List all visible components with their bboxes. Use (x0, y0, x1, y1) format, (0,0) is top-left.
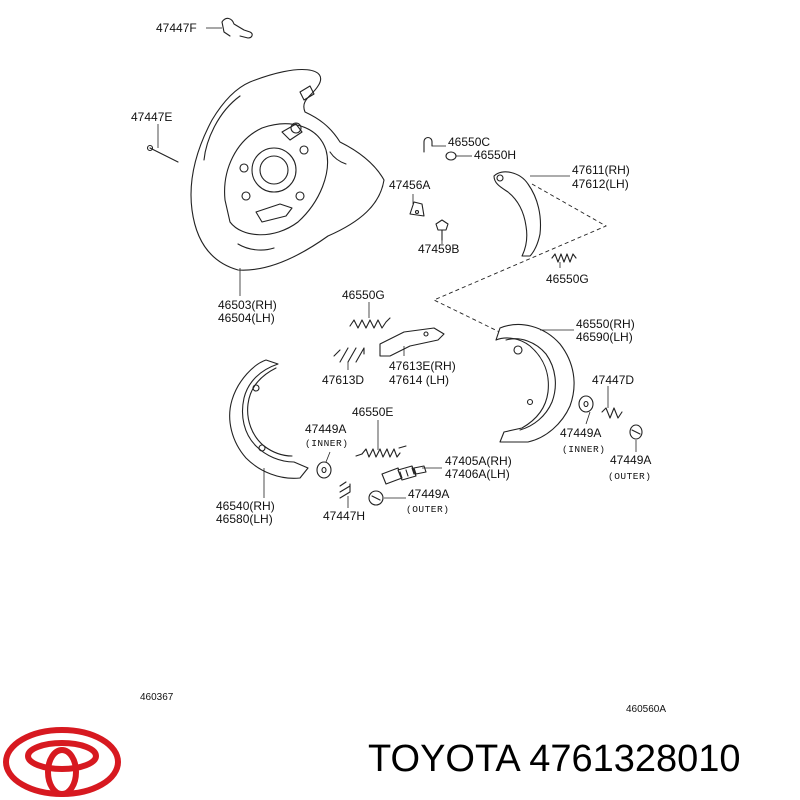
label-47449A-outer-bottom: 47449A (408, 487, 449, 501)
label-46550C: 46550C (448, 135, 490, 149)
label-47611-rh: 47611(RH) (572, 163, 630, 177)
dashed-assembly-line (432, 183, 608, 341)
label-46504-lh: 46504(LH) (218, 311, 275, 325)
label-47449A-inner-left: 47449A (305, 422, 346, 436)
label-47406A-lh: 47406A(LH) (445, 467, 510, 481)
label-46550H: 46550H (474, 148, 516, 162)
spring-46550E-part (355, 445, 407, 458)
label-47613E-rh: 47613E(RH) (389, 359, 456, 373)
adjuster-47405A-part (381, 465, 427, 485)
plate-47456A-part (409, 201, 425, 217)
pin-47447E-part (146, 144, 179, 163)
label-47449A-inner-right: 47449A (560, 426, 601, 440)
label-47613D: 47613D (322, 373, 364, 387)
label-47447D: 47447D (592, 373, 634, 387)
diagram-code-left: 460367 (140, 692, 174, 703)
label-47449A-inner-left-note: (INNER) (305, 438, 348, 449)
shoe-46540-part (229, 359, 309, 479)
bracket-47447F-part (221, 17, 253, 39)
label-47447E: 47447E (131, 110, 172, 124)
shoe-46550-part (495, 324, 575, 443)
spring-46550G-center-part (349, 317, 391, 329)
label-47447F: 47447F (156, 21, 197, 35)
label-46540-rh: 46540(RH) (216, 499, 275, 513)
spring-47447H-part (339, 481, 351, 499)
label-47447H: 47447H (323, 509, 365, 523)
brand-name: TOYOTA (368, 738, 519, 780)
label-46550-rh: 46550(RH) (576, 317, 635, 331)
lever-47611-part (493, 171, 542, 257)
strut-47613E-part (379, 327, 445, 357)
label-46550E: 46550E (352, 405, 393, 419)
label-47612-lh: 47612(LH) (572, 177, 629, 191)
retainer-47449A-outer-right-part (629, 424, 643, 440)
spring-47447D-part (601, 407, 623, 419)
label-47405A-rh: 47405A(RH) (445, 454, 512, 468)
label-46503-rh: 46503(RH) (218, 298, 277, 312)
bolt-47459B-part (435, 219, 449, 241)
label-47449A-outer-bottom-note: (OUTER) (406, 504, 449, 515)
leader-lines (157, 27, 637, 508)
retainer-47449A-inner-left-part (316, 461, 332, 479)
washer-46550H-part (445, 151, 457, 161)
backing-plate-part (190, 68, 385, 271)
footer-brand-line: TOYOTA 4761328010 (368, 738, 741, 781)
retainer-47449A-inner-right-part (578, 395, 594, 413)
spring-47613D-part (333, 347, 365, 363)
label-47456A: 47456A (389, 178, 430, 192)
label-46550G-center: 46550G (342, 288, 385, 302)
label-47449A-outer-right: 47449A (610, 453, 651, 467)
label-46550G-right: 46550G (546, 272, 589, 286)
label-47614-lh: 47614 (LH) (389, 373, 449, 387)
label-47459B: 47459B (418, 242, 459, 256)
retainer-47449A-outer-bottom-part (368, 490, 384, 506)
label-46580-lh: 46580(LH) (216, 512, 273, 526)
toyota-logo-icon (3, 727, 121, 797)
spring-46550G-right-part (551, 253, 577, 263)
part-number: 4761328010 (529, 738, 741, 780)
clip-46550C-part (423, 136, 433, 153)
label-47449A-inner-right-note: (INNER) (562, 444, 605, 455)
diagram-code-right: 460560A (626, 704, 666, 715)
label-46590-lh: 46590(LH) (576, 330, 633, 344)
label-47449A-outer-right-note: (OUTER) (608, 471, 651, 482)
